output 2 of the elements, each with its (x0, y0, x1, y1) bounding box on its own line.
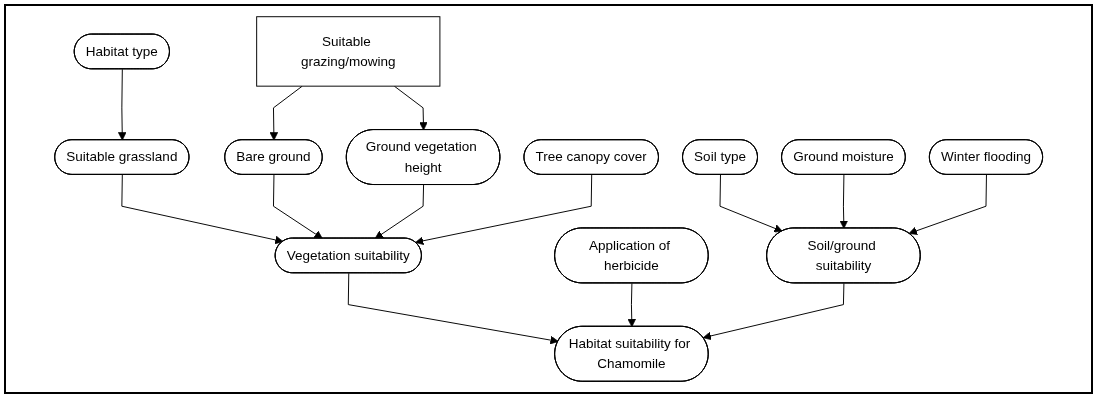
diagram-frame: Habitat type Suitable grazing/mowing Suitable grassland Bare ground Ground vegetation height Tree canopy cover Soil type Ground moisture Winter flooding Vegetation suitability Application of herbicide Soil/ground suitability Habitat suitability for Chamomile (4, 4, 1093, 394)
node-box (256, 16, 441, 87)
